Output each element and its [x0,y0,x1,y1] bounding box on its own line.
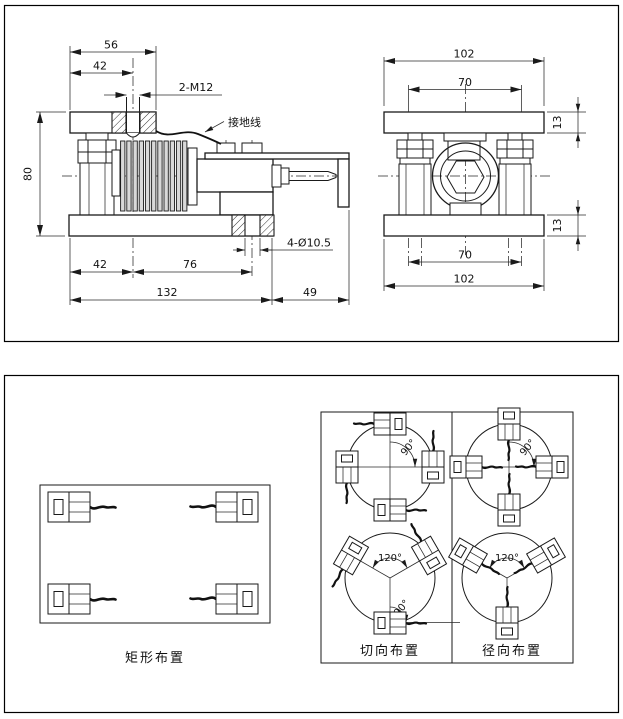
rectangular-layout-label: 矩形布置 [125,651,185,666]
signal-cable [289,171,337,181]
dim-80: 80 [22,167,35,181]
angle-120-radial3: 120° [495,553,519,564]
dim-49: 49 [303,286,317,299]
grounding-wire-label: 接地线 [228,115,261,129]
tangential-layout-label: 切向布置 [360,643,420,659]
dim-70-top: 70 [458,76,472,89]
radial-layout-label: 径向布置 [482,643,542,659]
dim-102-top: 102 [454,48,475,61]
dim-42-bottom: 42 [93,258,107,271]
dim-132: 132 [157,286,178,299]
end-left-bolt-stack [396,132,434,216]
hole-spec-label: 4-Ø10.5 [287,237,331,250]
hex-bore [446,160,485,194]
bolt-spec-label: 2-M12 [179,81,213,94]
end-top-plate [383,111,545,134]
cable-connector [271,164,290,188]
angle-120-tangential3: 120° [378,553,402,564]
dim-13-top: 13 [551,116,564,130]
end-view: 102 70 13 13 70 102 [378,48,586,291]
base-plate [68,214,275,237]
top-mounting-plate [69,97,157,138]
dim-70-bottom: 70 [458,249,472,262]
bellows [111,140,198,212]
dim-56: 56 [104,39,118,52]
side-view: 接地线 56 42 2-M12 80 [22,39,350,305]
anchor-bolt-stack [77,132,117,216]
dim-102-bottom: 102 [454,273,475,286]
mounting-bracket [204,142,350,208]
radial-3-arrangement: 120° [447,532,567,641]
dim-76: 76 [183,258,197,271]
end-base-plate [383,214,545,237]
bolt-tip [126,132,140,138]
bottom-panel-border [3,374,620,714]
dim-42-top: 42 [93,60,107,73]
load-cell-body [196,158,274,216]
grounding-leader [204,121,225,133]
platform-outline [39,484,271,624]
end-right-bolt-stack [496,132,534,216]
dim-13-bottom: 13 [551,219,564,233]
rectangular-layout: 矩形布置 [39,484,271,666]
grounding-wire [155,130,222,145]
